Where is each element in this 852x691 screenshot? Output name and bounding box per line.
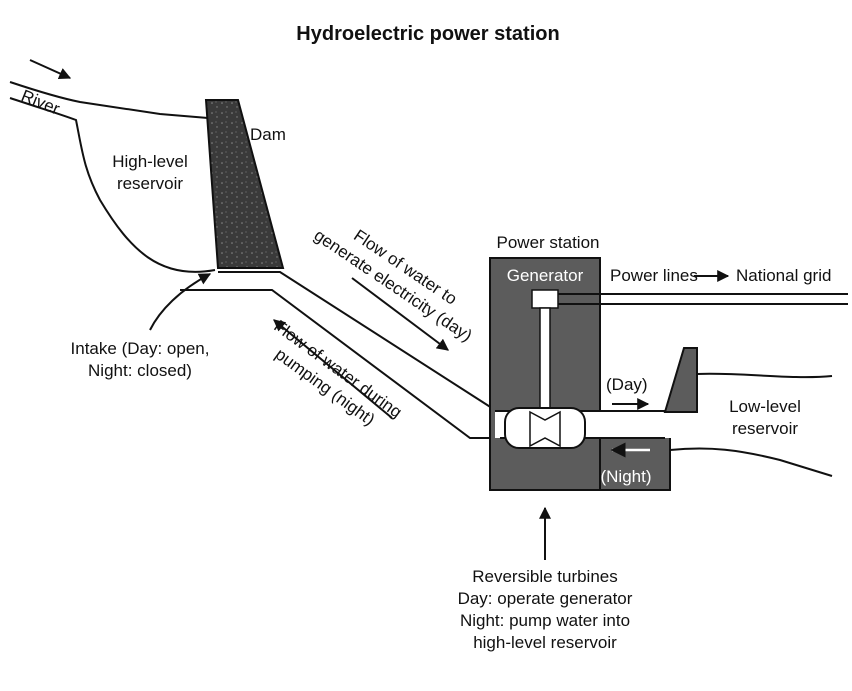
low-reservoir-label-line1: Low-level: [729, 397, 801, 416]
generator-label: Generator: [507, 266, 584, 285]
power-lines-label: Power lines: [610, 266, 698, 285]
intake-arrow: [149, 273, 212, 331]
low-reservoir-bank: [669, 447, 833, 477]
national-grid-label: National grid: [736, 266, 831, 285]
dam: [204, 99, 285, 269]
river-flow-arrow: [29, 59, 72, 80]
turbines-label-line1: Reversible turbines: [472, 567, 618, 586]
turbines-label-line4: high-level reservoir: [473, 633, 617, 652]
pipe-upper-wall: [218, 271, 496, 411]
generator: [531, 289, 559, 309]
river-upper-bank: [9, 81, 209, 119]
high-reservoir-label-line1: High-level: [112, 152, 188, 171]
turbines-label-line3: Night: pump water into: [460, 611, 630, 630]
reservoir-lower-bank: [9, 97, 216, 273]
turbines-label-line2: Day: operate generator: [458, 589, 633, 608]
low-reservoir-surface: [696, 372, 833, 379]
low-reservoir-label-line2: reservoir: [732, 419, 798, 438]
flow-up-arrow: [273, 319, 393, 419]
intake-label-line2: Night: closed): [88, 361, 192, 380]
power-station-label: Power station: [497, 233, 600, 252]
diagram-title: Hydroelectric power station: [296, 23, 559, 45]
day-label: (Day): [606, 375, 648, 394]
turbine-blades: [529, 410, 561, 448]
high-reservoir-label-line2: reservoir: [117, 174, 183, 193]
dam-label: Dam: [250, 125, 286, 144]
night-label: (Night): [600, 467, 651, 486]
turbine-shaft: [539, 307, 551, 409]
flow-down-arrow: [351, 277, 449, 351]
pipe-lower-wall: [180, 289, 500, 439]
intake-label-line1: Intake (Day: open,: [71, 339, 210, 358]
generator-label-bg: [496, 262, 594, 288]
lower-dam: [663, 347, 698, 413]
